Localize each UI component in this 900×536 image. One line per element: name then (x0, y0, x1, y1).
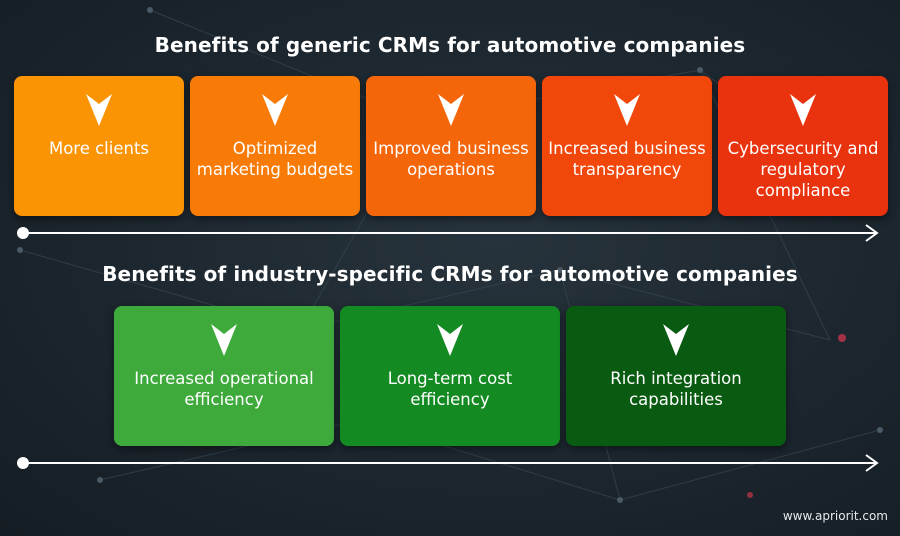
footer-website: www.apriorit.com (782, 509, 888, 523)
industry-benefit-label: Increased operational efficiency (134, 369, 314, 409)
industry-crm-title: Benefits of industry-specific CRMs for a… (102, 262, 798, 286)
generic-benefit-card: Optimized marketing budgets (190, 76, 360, 216)
generic-benefit-label: More clients (48, 139, 150, 158)
generic-benefit-label: Optimized marketing budgets (196, 139, 354, 179)
generic-benefit-label: Cybersecurity and regulatory compliance (727, 139, 879, 200)
industry-benefit-card: Long-term cost efficiency (340, 306, 560, 446)
generic-benefit-card: Increased business transparency (542, 76, 712, 216)
chevron-down-icon (437, 324, 463, 356)
generic-benefit-card: Improved business operations (366, 76, 536, 216)
chevron-down-icon (438, 94, 464, 126)
generic-benefit-label: Improved business operations (373, 139, 529, 179)
chevron-down-icon (262, 94, 288, 126)
arrow-right-icon (865, 454, 879, 472)
generic-benefit-card: More clients (14, 76, 184, 216)
arrow-right-icon (865, 224, 879, 242)
generic-benefit-label: Increased business transparency (548, 139, 706, 179)
chevron-down-icon (663, 324, 689, 356)
chevron-down-icon (614, 94, 640, 126)
generic-benefit-card: Cybersecurity and regulatory compliance (718, 76, 888, 216)
chevron-down-icon (86, 94, 112, 126)
industry-benefit-card: Rich integration capabilities (566, 306, 786, 446)
chevron-down-icon (790, 94, 816, 126)
industry-benefit-label: Long-term cost efficiency (387, 369, 513, 409)
industry-benefit-card: Increased operational efficiency (114, 306, 334, 446)
industry-benefit-label: Rich integration capabilities (610, 369, 742, 409)
generic-timeline-arrow (17, 224, 879, 242)
chevron-down-icon (211, 324, 237, 356)
generic-crm-title: Benefits of generic CRMs for automotive … (154, 33, 746, 57)
industry-timeline-arrow (17, 454, 879, 472)
